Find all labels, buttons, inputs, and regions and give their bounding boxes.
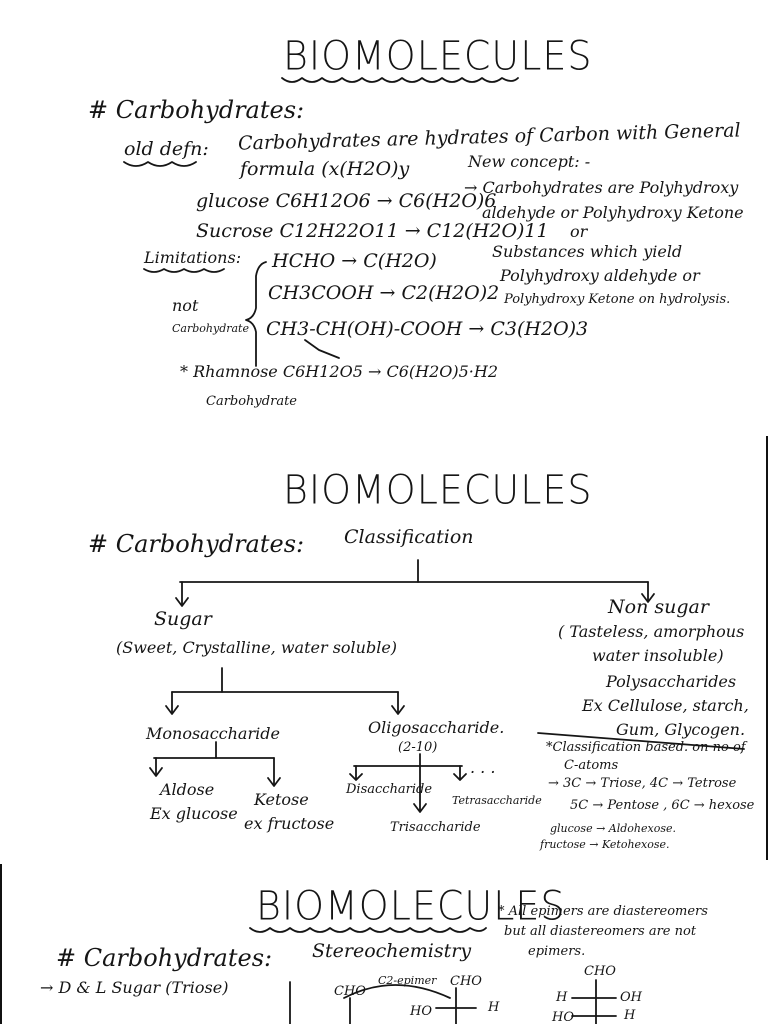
new-concept-line5: Polyhydroxy Ketone on hydrolysis. — [504, 292, 731, 307]
aldose-example: Ex glucose — [150, 804, 238, 823]
non-sugar-desc-1: ( Tasteless, amorphous — [558, 622, 745, 641]
polysaccharides-label: Polysaccharides — [606, 672, 737, 691]
epimer-note-3: epimers. — [528, 944, 586, 959]
limitations-label: Limitations: — [144, 248, 242, 267]
non-sugar-label: Non sugar — [608, 596, 709, 618]
sucrose-line: Sucrose C12H22O11 → C12(H2O)11 — [196, 220, 549, 242]
new-concept-line2: aldehyde or Polyhydroxy Ketone — [482, 203, 744, 222]
sugar-label: Sugar — [154, 608, 212, 630]
cho-label-1: CHO — [334, 984, 366, 999]
epimer-note-2: but all diastereomers are not — [504, 924, 697, 939]
ketose-label: Ketose — [254, 790, 309, 809]
section-heading: # Carbohydrates: — [88, 96, 305, 124]
epimer-note-1: * All epimers are diastereomers — [498, 904, 708, 919]
classification-note-1: *Classification based. on no of — [546, 740, 746, 755]
new-concept-label: New concept: - — [468, 152, 591, 171]
classification-note-2: C-atoms — [564, 758, 619, 773]
right-edge-line — [766, 436, 768, 860]
page-title: BIOMOLECULES — [283, 32, 593, 80]
note-page-2: BIOMOLECULES # Carbohydrates: Classifica… — [0, 436, 768, 860]
oligosaccharide-range: (2-10) — [398, 740, 438, 755]
limitation-2: CH3COOH → C2(H2O)2 — [268, 282, 500, 304]
new-concept-line1: → Carbohydrates are Polyhydroxy — [464, 178, 739, 197]
old-def-underline — [123, 161, 197, 167]
classification-label: Classification — [344, 526, 474, 548]
polysaccharides-ex-1: Ex Cellulose, starch, — [582, 696, 749, 715]
note-page-3: BIOMOLECULES # Carbohydrates: Stereochem… — [0, 864, 768, 1024]
classification-note-5: glucose → Aldohexose. — [550, 822, 676, 835]
dl-sugar-line: → D & L Sugar (Triose) — [40, 978, 229, 997]
non-sugar-desc-2: water insoluble) — [592, 646, 724, 665]
classification-note-4: 5C → Pentose , 6C → hexose — [570, 798, 755, 813]
left-edge-line — [0, 864, 2, 1024]
new-concept-or1: or — [570, 222, 588, 241]
not-label: not — [172, 296, 199, 315]
cho-label-3: CHO — [584, 964, 616, 979]
section-heading: # Carbohydrates: — [56, 944, 273, 972]
classification-tree — [149, 559, 745, 813]
classification-note-3: → 3C → Triose, 4C → Tetrose — [548, 776, 737, 791]
rhamnose-sub: Carbohydrate — [206, 394, 297, 409]
ketose-example: ex fructose — [244, 814, 335, 833]
carbohydrate-label: Carbohydrate — [172, 322, 249, 335]
oh-label-1: OH — [620, 990, 642, 1005]
monosaccharide-label: Monosaccharide — [146, 724, 280, 743]
oligosaccharide-label: Oligosaccharide. — [368, 718, 505, 737]
tetrasaccharide-label: Tetrasaccharide — [452, 794, 542, 807]
continuation-dots: . . . — [470, 758, 496, 777]
section-heading: # Carbohydrates: — [88, 530, 305, 558]
title-underline-squiggle — [123, 77, 519, 367]
cho-label-2: CHO — [450, 974, 482, 989]
limitation-1: HCHO → C(H2O) — [272, 250, 437, 272]
h-label-2: H — [556, 990, 568, 1005]
sugar-desc: (Sweet, Crystalline, water soluble) — [116, 638, 398, 657]
new-concept-line4: Polyhydroxy aldehyde or — [500, 266, 700, 285]
stereochemistry-label: Stereochemistry — [312, 940, 472, 962]
c2-epimer-label: C2-epimer — [378, 974, 437, 987]
brace — [245, 261, 267, 367]
h-label-1: H — [488, 1000, 500, 1015]
trisaccharide-label: Trisaccharide — [390, 820, 481, 835]
rhamnose-line: * Rhamnose C6H12O5 → C6(H2O)5·H2 — [180, 362, 499, 381]
new-concept-line3: Substances which yield — [492, 242, 683, 261]
polysaccharides-ex-2: Gum, Glycogen. — [616, 720, 746, 739]
disaccharide-label: Disaccharide — [346, 782, 433, 797]
h-label-3: H — [624, 1008, 636, 1023]
old-def-label: old defn: — [124, 138, 209, 160]
ho-label-2: HO — [552, 1010, 574, 1024]
aldose-label: Aldose — [160, 780, 215, 799]
formula-line: formula (x(H2O)y — [240, 158, 410, 180]
classification-note-6: fructose → Ketohexose. — [540, 838, 670, 851]
glucose-line: glucose C6H12O6 → C6(H2O)6 — [196, 190, 497, 212]
ho-label-1: HO — [410, 1004, 432, 1019]
limitation-3: CH3-CH(OH)-COOH → C3(H2O)3 — [266, 318, 589, 340]
note-page-1: BIOMOLECULES # Carbohydrates: old defn: … — [0, 0, 768, 432]
page-title: BIOMOLECULES — [256, 882, 566, 930]
page-title: BIOMOLECULES — [283, 466, 593, 514]
page3-drawings — [249, 927, 617, 1024]
